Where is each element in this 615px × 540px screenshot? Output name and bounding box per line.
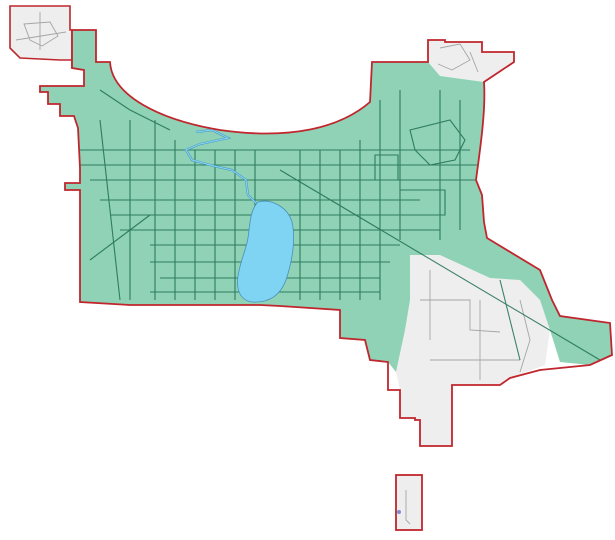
lake — [237, 200, 294, 303]
river-channel — [185, 129, 259, 206]
outside-area-south-parcel — [395, 474, 423, 531]
pond-marker — [397, 510, 401, 514]
outside-area-southeast — [396, 255, 550, 446]
outside-area-northeast — [428, 40, 514, 82]
street-network — [80, 89, 601, 361]
service-area — [40, 30, 612, 372]
outside-roads — [15, 12, 531, 525]
city-boundary — [39, 29, 613, 447]
outside-areas — [9, 5, 550, 531]
